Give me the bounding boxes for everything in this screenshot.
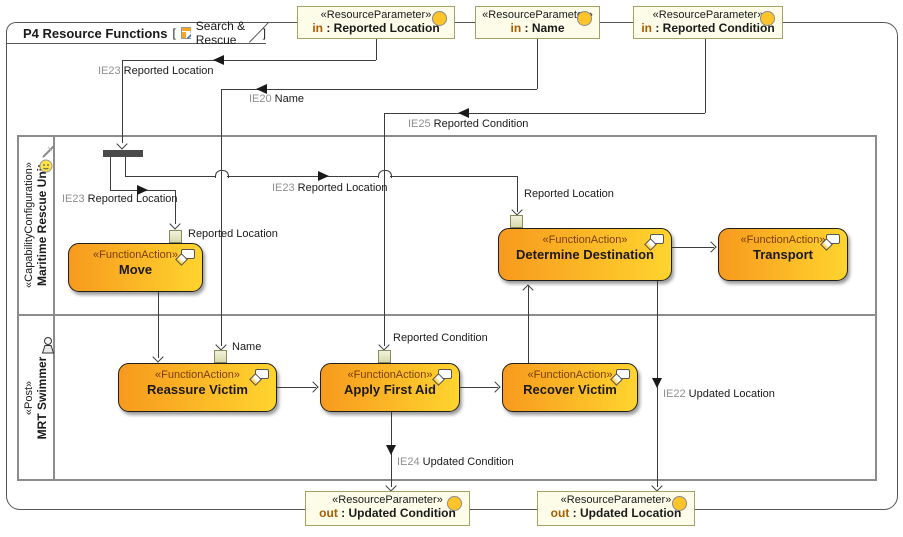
capability-configuration-icon — [39, 145, 55, 173]
input-pin-reported-location[interactable] — [169, 230, 182, 243]
action-reassure-victim[interactable]: «FunctionAction» Reassure Victim — [118, 363, 277, 412]
parameter-out-updated-condition[interactable]: «ResourceParameter» out : Updated Condit… — [305, 491, 470, 526]
flow-line-segment — [390, 176, 517, 177]
arrowhead-right-icon — [137, 185, 148, 195]
flow-line-segment — [125, 176, 215, 177]
line-hop-arc — [378, 170, 392, 178]
pin-label: Reported Location — [524, 188, 614, 200]
flow-line-segment — [221, 89, 222, 346]
action-move[interactable]: «FunctionAction» Move — [68, 243, 203, 292]
parameter-ball-icon — [672, 496, 687, 511]
action-determine-destination[interactable]: «FunctionAction» Determine Destination — [498, 228, 672, 281]
pin-label: Name — [232, 341, 262, 353]
post-person-icon — [41, 337, 55, 354]
flow-line-segment — [672, 247, 714, 248]
action-transport[interactable]: «FunctionAction» Transport — [718, 228, 848, 281]
flow-line-segment — [517, 176, 518, 212]
flow-line-segment — [110, 157, 111, 190]
flow-line-segment — [384, 113, 385, 346]
action-apply-first-aid[interactable]: «FunctionAction» Apply First Aid — [320, 363, 460, 412]
flow-line-segment — [705, 38, 706, 113]
flow-line-segment — [158, 292, 159, 358]
flow-line-segment — [528, 286, 529, 363]
diagram-title-tab[interactable]: P4 Resource Functions [ Search & Rescue … — [6, 19, 266, 47]
lane-stereotype: «CapabilityConfiguration» — [23, 162, 35, 288]
parameter-ball-icon — [760, 11, 775, 26]
arrowhead-down-icon — [386, 445, 396, 455]
parameter-in-reported-condition[interactable]: «ResourceParameter» in : Reported Condit… — [633, 6, 783, 39]
parameter-ball-icon — [577, 11, 592, 26]
flow-line-segment — [122, 60, 376, 61]
pin-label: Reported Condition — [393, 332, 488, 344]
diagram-title: P4 Resource Functions — [23, 25, 168, 41]
flow-line-segment — [537, 38, 538, 89]
action-recover-victim[interactable]: «FunctionAction» Recover Victim — [502, 363, 638, 412]
arrowhead-left-icon — [213, 55, 224, 65]
arrowhead-left-icon — [458, 108, 469, 118]
lane-name: MRT Swimmer — [35, 356, 49, 440]
arrowhead-down-icon — [652, 378, 662, 388]
flow-line-segment — [125, 157, 126, 176]
swimlane-container — [17, 135, 877, 481]
parameter-in-reported-location[interactable]: «ResourceParameter» in : Reported Locati… — [297, 6, 455, 39]
flow-line-segment — [221, 89, 537, 90]
arrowhead-left-icon — [256, 84, 267, 94]
parameter-in-name[interactable]: «ResourceParameter» in : Name — [475, 6, 600, 39]
input-pin-name[interactable] — [214, 350, 227, 363]
line-hop-arc — [215, 170, 229, 178]
flow-line-segment — [175, 190, 176, 224]
diagram-subtitle: Search & Rescue — [195, 19, 246, 47]
parameter-ball-icon — [447, 496, 462, 511]
lane-name: Maritime Rescue Unit — [35, 163, 49, 287]
lane-stereotype: «Post» — [23, 380, 35, 416]
bracket-close: ] — [262, 26, 266, 40]
fork-node[interactable] — [103, 150, 143, 157]
pin-label: Reported Location — [188, 228, 278, 240]
parameter-out-updated-location[interactable]: «ResourceParameter» out : Updated Locati… — [537, 491, 695, 526]
parameter-ball-icon — [432, 11, 447, 26]
bracket-open: [ — [172, 26, 176, 40]
flow-line-segment — [227, 176, 378, 177]
input-pin-reported-location[interactable] — [510, 215, 523, 228]
flow-line-segment — [122, 60, 123, 143]
input-pin-reported-condition[interactable] — [378, 350, 391, 363]
arrowhead-right-icon — [318, 171, 329, 181]
swimlane-header-divider — [53, 135, 55, 481]
flow-line-segment — [460, 387, 498, 388]
flow-line-segment — [277, 387, 316, 388]
diagram-kind-icon — [180, 27, 191, 40]
flow-line-segment — [376, 38, 377, 60]
swimlane-separator — [17, 314, 877, 316]
flow-line-segment — [384, 113, 705, 114]
